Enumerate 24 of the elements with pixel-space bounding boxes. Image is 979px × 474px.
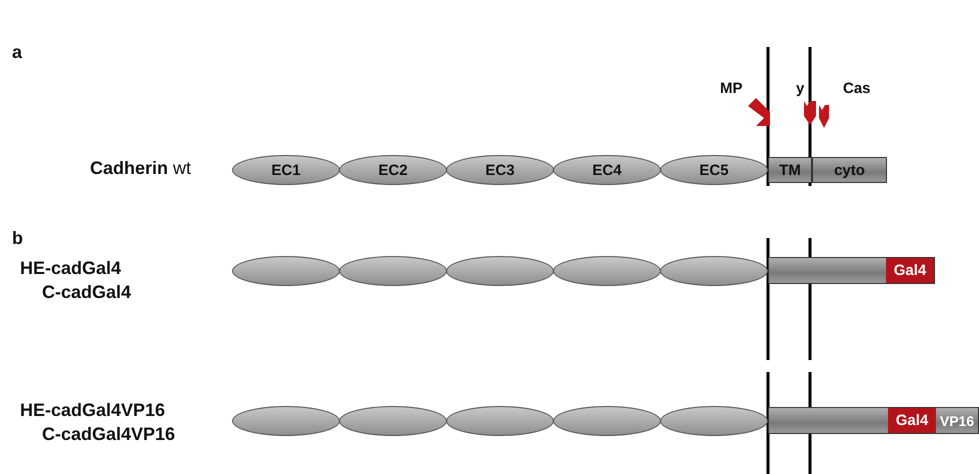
domain-ellipse: [660, 256, 768, 286]
construct-label: HE-cadGal4VP16: [20, 400, 166, 421]
construct-label: HE-cadGal4: [20, 258, 122, 279]
gal4-domain: Gal4: [886, 258, 934, 283]
domain-ellipse: [660, 406, 768, 436]
domain-bar: [768, 407, 979, 434]
domain-bar: cyto: [812, 157, 887, 183]
domain-ellipse: EC3: [446, 155, 554, 185]
site-label: y: [796, 80, 804, 97]
domain-ellipse: EC1: [232, 155, 340, 185]
site-label: MP: [720, 80, 742, 97]
panel-letter: a: [12, 42, 22, 63]
construct-label: C-cadGal4: [42, 282, 132, 303]
domain-ellipse: EC2: [339, 155, 447, 185]
domain-ellipse: EC4: [553, 155, 661, 185]
domain-ellipse: EC5: [660, 155, 768, 185]
site-label: Cas: [843, 80, 871, 97]
panel-letter: b: [12, 228, 23, 249]
domain-bar: TM: [768, 157, 812, 183]
vp16-domain: VP16: [936, 408, 978, 433]
domain-bar: [768, 257, 935, 284]
construct-label: C-cadGal4VP16: [42, 424, 176, 445]
gal4-domain: Gal4: [888, 408, 936, 433]
construct-label: Cadherin wt: [90, 158, 192, 179]
